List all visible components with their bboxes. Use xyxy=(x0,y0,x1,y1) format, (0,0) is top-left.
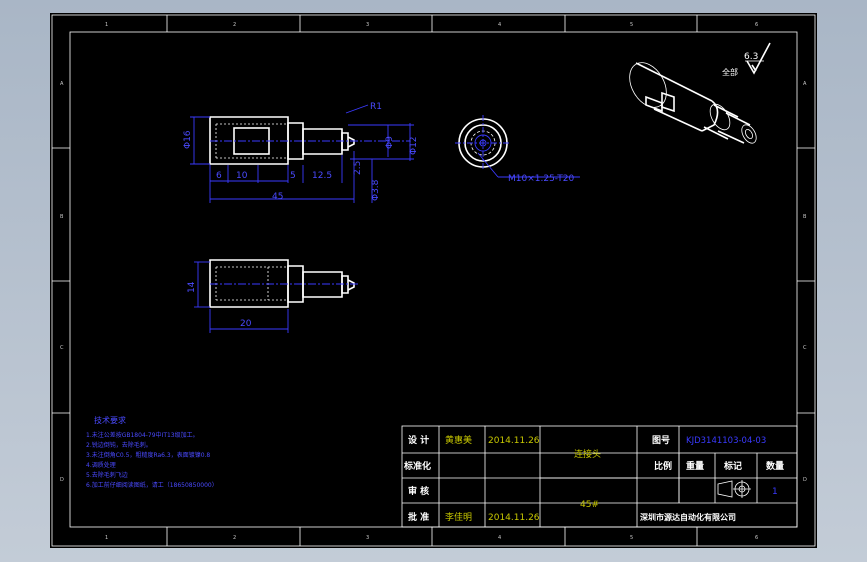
tb-approve-date: 2014.11.26 xyxy=(488,513,540,523)
drawing-sheet: 1 2 3 4 5 6 1 2 3 4 5 6 A B C D A B C D xyxy=(50,13,817,548)
tb-design-name: 黄惠美 xyxy=(445,434,472,446)
dim-dia16: Φ16 xyxy=(183,130,193,149)
zone-bottom-5: 5 xyxy=(630,535,633,541)
tech-note-1: 1.未注公差按GB1804-79中IT13级加工。 xyxy=(86,431,199,439)
tb-drawing-no: KJD3141103-04-03 xyxy=(686,436,766,446)
tb-design-date: 2014.11.26 xyxy=(488,436,540,446)
zone-bottom-6: 6 xyxy=(755,535,758,541)
tb-scale-label: 比例 xyxy=(654,460,672,472)
zone-right-b: B xyxy=(803,214,807,220)
zone-right-c: C xyxy=(803,345,807,351)
zone-top-6: 6 xyxy=(755,22,758,28)
zone-bottom-3: 3 xyxy=(366,535,369,541)
dim-6: 6 xyxy=(216,171,222,181)
title-block-grid xyxy=(401,425,798,528)
tb-qty-label: 数量 xyxy=(766,460,784,472)
zone-left-a: A xyxy=(60,81,64,87)
dim-dia3-8: Φ3.8 xyxy=(371,179,381,201)
tb-weight-label: 重量 xyxy=(686,460,704,472)
tb-review-label: 审 核 xyxy=(408,485,429,497)
dim-dia9: Φ9 xyxy=(385,136,395,149)
surface-finish-label: 全部 xyxy=(722,67,738,77)
tb-approve-label: 批 准 xyxy=(408,511,429,523)
dim-2-5: 2.5 xyxy=(353,161,363,175)
tech-note-2: 2.锐边倒钝，去除毛刺。 xyxy=(86,441,152,449)
tb-material: 45# xyxy=(580,500,599,510)
zone-top-1: 1 xyxy=(105,22,108,28)
tb-mark-label: 标记 xyxy=(723,460,742,472)
tb-approve-name: 李佳明 xyxy=(445,511,472,523)
zone-ticks xyxy=(52,15,815,546)
dim-45: 45 xyxy=(272,192,283,202)
zone-top-4: 4 xyxy=(498,22,501,28)
dim-20: 20 xyxy=(240,319,252,329)
tb-part-name: 连接头 xyxy=(574,448,601,460)
dim-r1: R1 xyxy=(370,102,382,112)
zone-bottom-4: 4 xyxy=(498,535,501,541)
zone-left-b: B xyxy=(60,214,64,220)
front-view-dimensions xyxy=(190,104,414,203)
surface-finish-value: 6.3 xyxy=(744,52,758,62)
zone-top-3: 3 xyxy=(366,22,369,28)
tech-note-3: 3.未注倒角C0.5，粗糙度Ra6.3，表面镀镍0.8 xyxy=(86,451,210,459)
zone-bottom-1: 1 xyxy=(105,535,108,541)
tb-drawing-no-label: 图号 xyxy=(652,435,670,446)
zone-top-5: 5 xyxy=(630,22,633,28)
drawing-canvas: 1 2 3 4 5 6 1 2 3 4 5 6 A B C D A B C D xyxy=(51,14,816,547)
tech-notes-title: 技术要求 xyxy=(94,415,126,425)
dim-thread: M10×1.25-T20 xyxy=(508,174,574,184)
bottom-view-dimensions xyxy=(194,261,289,333)
tech-note-6: 6.加工前仔细阅读图纸，请工（18650850000） xyxy=(86,481,218,489)
surface-finish-symbol xyxy=(745,42,771,75)
dim-12-5: 12.5 xyxy=(312,171,332,181)
outer-frame xyxy=(51,14,816,547)
zone-top-2: 2 xyxy=(233,22,236,28)
tb-design-label: 设 计 xyxy=(408,434,429,446)
zone-bottom-2: 2 xyxy=(233,535,236,541)
zone-left-d: D xyxy=(60,477,64,483)
end-view xyxy=(455,115,580,178)
tb-company: 深圳市源达自动化有限公司 xyxy=(640,512,736,522)
isometric-view xyxy=(629,62,757,144)
tb-qty: 1 xyxy=(772,487,778,497)
dim-14: 14 xyxy=(187,281,197,293)
dim-10: 10 xyxy=(236,171,248,181)
zone-left-c: C xyxy=(60,345,64,351)
tech-note-4: 4.调质处理 xyxy=(86,461,116,469)
front-view xyxy=(209,116,410,165)
zone-right-a: A xyxy=(803,81,807,87)
tech-note-5: 5.去除毛刺飞边 xyxy=(86,471,128,479)
dim-dia12: Φ12 xyxy=(409,136,419,155)
dim-5: 5 xyxy=(290,171,296,181)
zone-right-d: D xyxy=(803,477,807,483)
bottom-view xyxy=(209,259,360,308)
projection-symbol xyxy=(717,480,751,498)
tb-standard-label: 标准化 xyxy=(403,460,431,472)
